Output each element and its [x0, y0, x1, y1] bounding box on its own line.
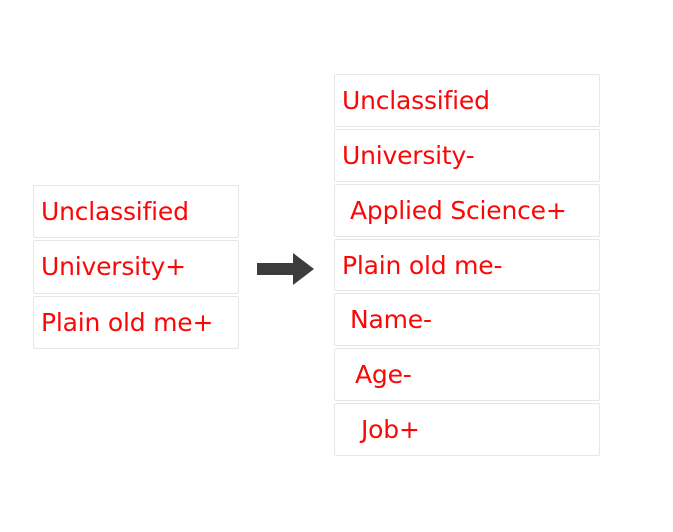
tree-before: Unclassified University+ Plain old me+ [33, 185, 239, 349]
tree-row-label: Unclassified [41, 197, 189, 227]
tree-row-label: Plain old me- [342, 250, 503, 280]
tree-row[interactable]: University- [334, 128, 600, 182]
tree-row-label: University- [342, 140, 475, 170]
tree-row[interactable]: Unclassified [334, 74, 600, 127]
tree-row[interactable]: Job+ [334, 403, 600, 457]
tree-row-label: Unclassified [342, 85, 490, 115]
tree-after: Unclassified University- Applied Science… [334, 74, 600, 457]
tree-row[interactable]: Plain old me- [334, 238, 600, 292]
tree-row-label: Job+ [361, 415, 420, 445]
tree-row[interactable]: Plain old me+ [33, 295, 239, 349]
tree-row[interactable]: Age- [334, 348, 600, 402]
right-arrow-icon [257, 252, 315, 286]
tree-row[interactable]: Applied Science+ [334, 183, 600, 237]
tree-row-label: University+ [41, 252, 186, 282]
tree-row[interactable]: University+ [33, 240, 239, 294]
tree-row-label: Age- [355, 360, 412, 390]
tree-row-label: Plain old me+ [41, 307, 214, 337]
tree-row-label: Applied Science+ [350, 195, 567, 225]
tree-row[interactable]: Unclassified [33, 185, 239, 239]
tree-row-label: Name- [350, 305, 432, 335]
tree-row[interactable]: Name- [334, 293, 600, 347]
